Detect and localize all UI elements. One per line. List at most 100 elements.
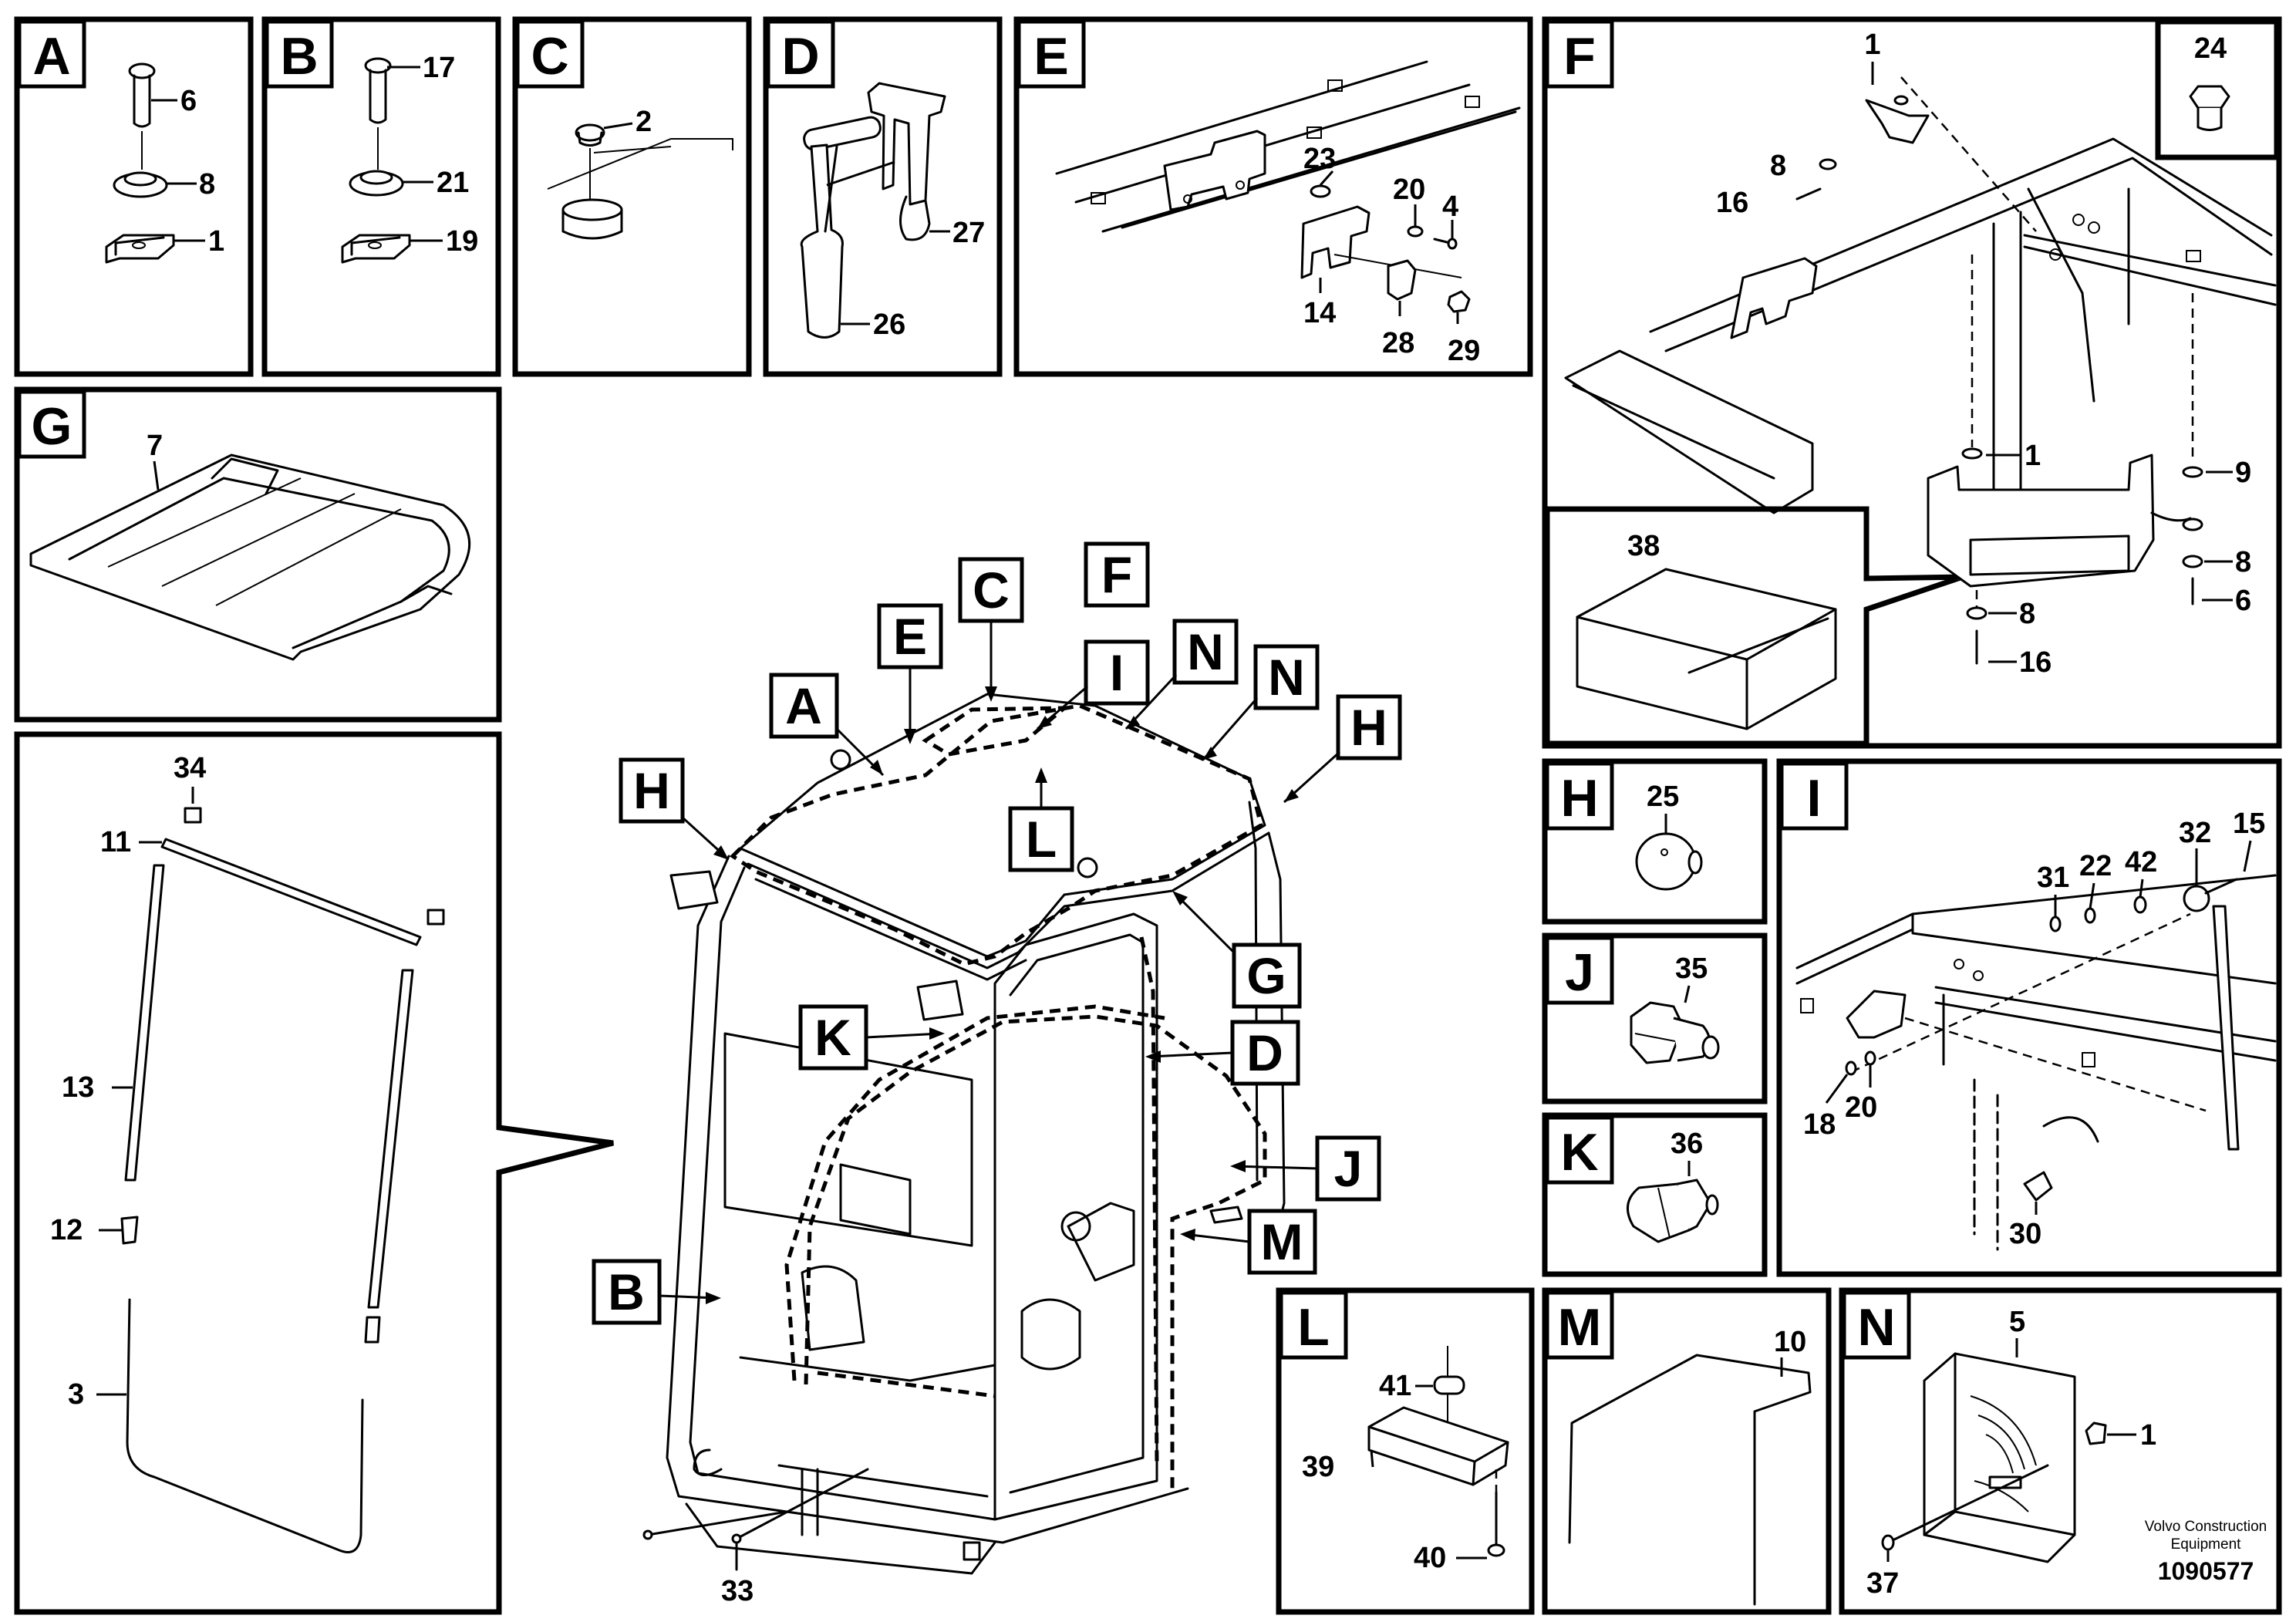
part-number: 37 (1866, 1567, 1899, 1600)
part-number: 1 (208, 225, 224, 258)
speaker-grille-part (1924, 1354, 2075, 1562)
panel-d: D 27 26 (766, 19, 1000, 374)
part-number: 8 (199, 168, 215, 201)
callout-m: M (1180, 1211, 1315, 1273)
panel-k-label: K (1560, 1123, 1598, 1182)
svg-text:M: M (1261, 1213, 1303, 1270)
panel-g-label: G (32, 397, 72, 456)
svg-text:F: F (1101, 546, 1132, 603)
part-number: 19 (446, 225, 478, 258)
bulb-part (1435, 1377, 1464, 1394)
callout-d: D (1145, 1022, 1298, 1084)
part-number: 21 (437, 167, 469, 199)
svg-text:L: L (1026, 811, 1057, 868)
part-number: 7 (147, 430, 163, 462)
panel-l-label: L (1297, 1298, 1330, 1357)
part-number: 34 (174, 752, 206, 784)
seal-routing-dashed (733, 706, 1265, 1489)
svg-text:I: I (1110, 644, 1124, 701)
part-number: 8 (1770, 150, 1786, 182)
panel-k: K 36 (1545, 1115, 1765, 1274)
panel-n: N 5 1 37 Volvo Construction Equipment 10… (1842, 1290, 2279, 1612)
part-number: 22 (2079, 850, 2112, 882)
part-number: 13 (62, 1071, 94, 1104)
svg-text:G: G (1246, 947, 1286, 1004)
part-number: 18 (1803, 1108, 1836, 1141)
panel-i: I (1779, 761, 2279, 1274)
svg-text:J: J (1334, 1140, 1363, 1197)
svg-text:N: N (1187, 623, 1224, 680)
callout-j: J (1230, 1138, 1379, 1199)
panel-c-label: C (531, 27, 568, 86)
grommet-part (114, 173, 167, 197)
part-number: 16 (2019, 646, 2052, 679)
callout-l: L (1010, 767, 1072, 870)
brand-line-2: Equipment (2171, 1536, 2242, 1553)
part-number: 1 (2140, 1419, 2156, 1452)
panel-c: C 2 (515, 19, 749, 374)
panel-m-label: M (1558, 1298, 1602, 1357)
part-number: 1 (1864, 29, 1880, 61)
callout-a: A (771, 675, 883, 775)
part-number: 36 (1671, 1128, 1703, 1160)
svg-text:D: D (1246, 1024, 1283, 1081)
part-number: 9 (2235, 457, 2251, 489)
panel-f-label: F (1563, 27, 1596, 86)
part-number: 42 (2125, 846, 2157, 878)
panel-h-label: H (1560, 769, 1598, 828)
panel-g: G 7 (17, 389, 499, 720)
callout-i: I (1037, 642, 1148, 729)
part-number: 33 (721, 1575, 754, 1607)
part-number: 40 (1414, 1542, 1446, 1574)
part-number: 20 (1845, 1091, 1877, 1124)
panel-a: A 6 8 1 (17, 19, 251, 374)
panel-e-label: E (1033, 27, 1068, 86)
callouts: A E C F I N (594, 544, 1400, 1323)
panel-b: B 17 21 19 (265, 19, 498, 374)
callout-h-right: H (1284, 696, 1400, 802)
part-number: 41 (1379, 1370, 1411, 1402)
part-number: 29 (1448, 335, 1480, 367)
part-number: 8 (2235, 546, 2251, 578)
panel-b-label: B (280, 27, 318, 86)
panel-i-label: I (1807, 769, 1822, 828)
part-number: 10 (1774, 1326, 1806, 1358)
part-number: 8 (2019, 598, 2035, 630)
part-number: 11 (100, 826, 131, 858)
grommet-part (350, 171, 403, 195)
part-number: 28 (1382, 327, 1414, 359)
panel-j-label: J (1565, 943, 1594, 1002)
part-number: 14 (1303, 297, 1336, 329)
svg-text:H: H (1350, 699, 1387, 756)
part-number: 5 (2009, 1306, 2025, 1338)
part-number: 23 (1303, 143, 1336, 175)
svg-text:K: K (814, 1009, 851, 1066)
callout-f: F (1086, 544, 1148, 605)
svg-text:A: A (785, 677, 822, 734)
part-number: 1 (2025, 440, 2041, 472)
cab-structure (667, 694, 1284, 1573)
svg-text:N: N (1268, 649, 1305, 706)
part-number: 6 (2235, 585, 2251, 617)
svg-text:E: E (893, 608, 927, 665)
part-number: 31 (2037, 862, 2069, 894)
part-number: 3 (68, 1378, 84, 1411)
part-number: 25 (1647, 781, 1679, 813)
panel-window-seals: 34 11 13 12 3 (17, 734, 613, 1612)
panel-l: L 41 39 40 (1279, 1290, 1532, 1612)
part-number: 17 (423, 52, 455, 84)
lock-part (1388, 261, 1415, 299)
part-number: 27 (952, 217, 985, 249)
brand-line-1: Volvo Construction (2145, 1519, 2267, 1535)
part-number: 30 (2009, 1218, 2041, 1250)
panel-n-label: N (1857, 1298, 1895, 1357)
callout-b: B (594, 1261, 721, 1323)
callout-c: C (960, 559, 1022, 702)
panel-h: H 25 (1545, 761, 1765, 922)
part-number: 16 (1716, 187, 1748, 219)
part-number: 12 (50, 1214, 83, 1246)
panel-m: M 10 (1545, 1290, 1829, 1612)
part-number: 38 (1627, 530, 1660, 562)
cab-assembly: 33 (644, 694, 1284, 1607)
